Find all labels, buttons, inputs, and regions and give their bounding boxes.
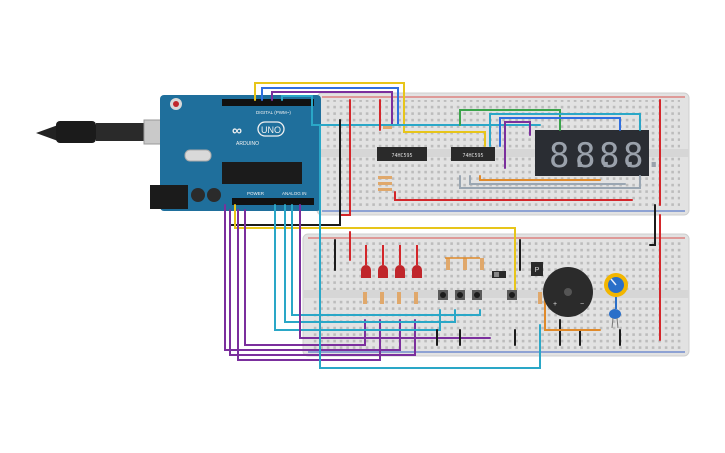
- led-2[interactable]: [378, 265, 388, 278]
- power-label: POWER: [247, 191, 265, 196]
- usb-cable[interactable]: [36, 119, 169, 145]
- led-group[interactable]: [361, 245, 422, 278]
- digit-2: 8.: [575, 136, 616, 176]
- potentiometer[interactable]: [604, 273, 628, 309]
- slide-switch[interactable]: [492, 271, 506, 278]
- digit-3: 8.: [599, 136, 640, 176]
- crystal: [184, 149, 212, 162]
- atmega-chip: [222, 162, 302, 184]
- push-button-1[interactable]: [438, 290, 448, 300]
- capacitor-2: [207, 188, 221, 202]
- piezo-buzzer[interactable]: + −: [543, 267, 593, 317]
- led-1[interactable]: [361, 265, 371, 278]
- transistor[interactable]: P: [531, 262, 543, 276]
- led-4[interactable]: [412, 265, 422, 278]
- wires[interactable]: [224, 82, 661, 369]
- digit-4: 8.: [623, 136, 664, 176]
- shift-register-1-label: 74HC595: [391, 153, 412, 159]
- push-button-3[interactable]: [472, 290, 482, 300]
- arduino-uno-board[interactable]: ∞ UNO ARDUINO DIGITAL (PWM~) POWER ANALO…: [150, 95, 321, 211]
- buzzer-minus-label: −: [580, 301, 584, 308]
- push-button-4[interactable]: [507, 290, 517, 300]
- digital-header[interactable]: [222, 99, 314, 106]
- digital-label: DIGITAL (PWM~): [256, 110, 291, 115]
- resistor-group-top[interactable]: [378, 125, 392, 191]
- analog-power-header[interactable]: [232, 198, 314, 205]
- digit-1: 8.: [549, 136, 590, 176]
- analog-label: ANALOG IN: [282, 191, 307, 196]
- arduino-logo-icon: ∞: [232, 122, 242, 138]
- push-button-2[interactable]: [455, 290, 465, 300]
- capacitor-1: [191, 188, 205, 202]
- push-button-group[interactable]: [438, 290, 517, 300]
- shift-register-2[interactable]: 74HC595: [451, 147, 495, 161]
- ceramic-capacitor[interactable]: [609, 309, 621, 329]
- model-badge: UNO: [261, 125, 281, 135]
- power-jack: [150, 185, 188, 209]
- shift-register-1[interactable]: 74HC595: [377, 147, 427, 161]
- transistor-label: P: [535, 267, 540, 274]
- brand-label: ARDUINO: [236, 141, 259, 147]
- resistor-group-bottom[interactable]: [363, 257, 542, 304]
- led-3[interactable]: [395, 265, 405, 278]
- shift-register-2-label: 74HC595: [462, 153, 483, 159]
- buzzer-plus-label: +: [553, 301, 557, 308]
- seven-segment-display[interactable]: 8. 8. 8. 8.: [535, 130, 664, 176]
